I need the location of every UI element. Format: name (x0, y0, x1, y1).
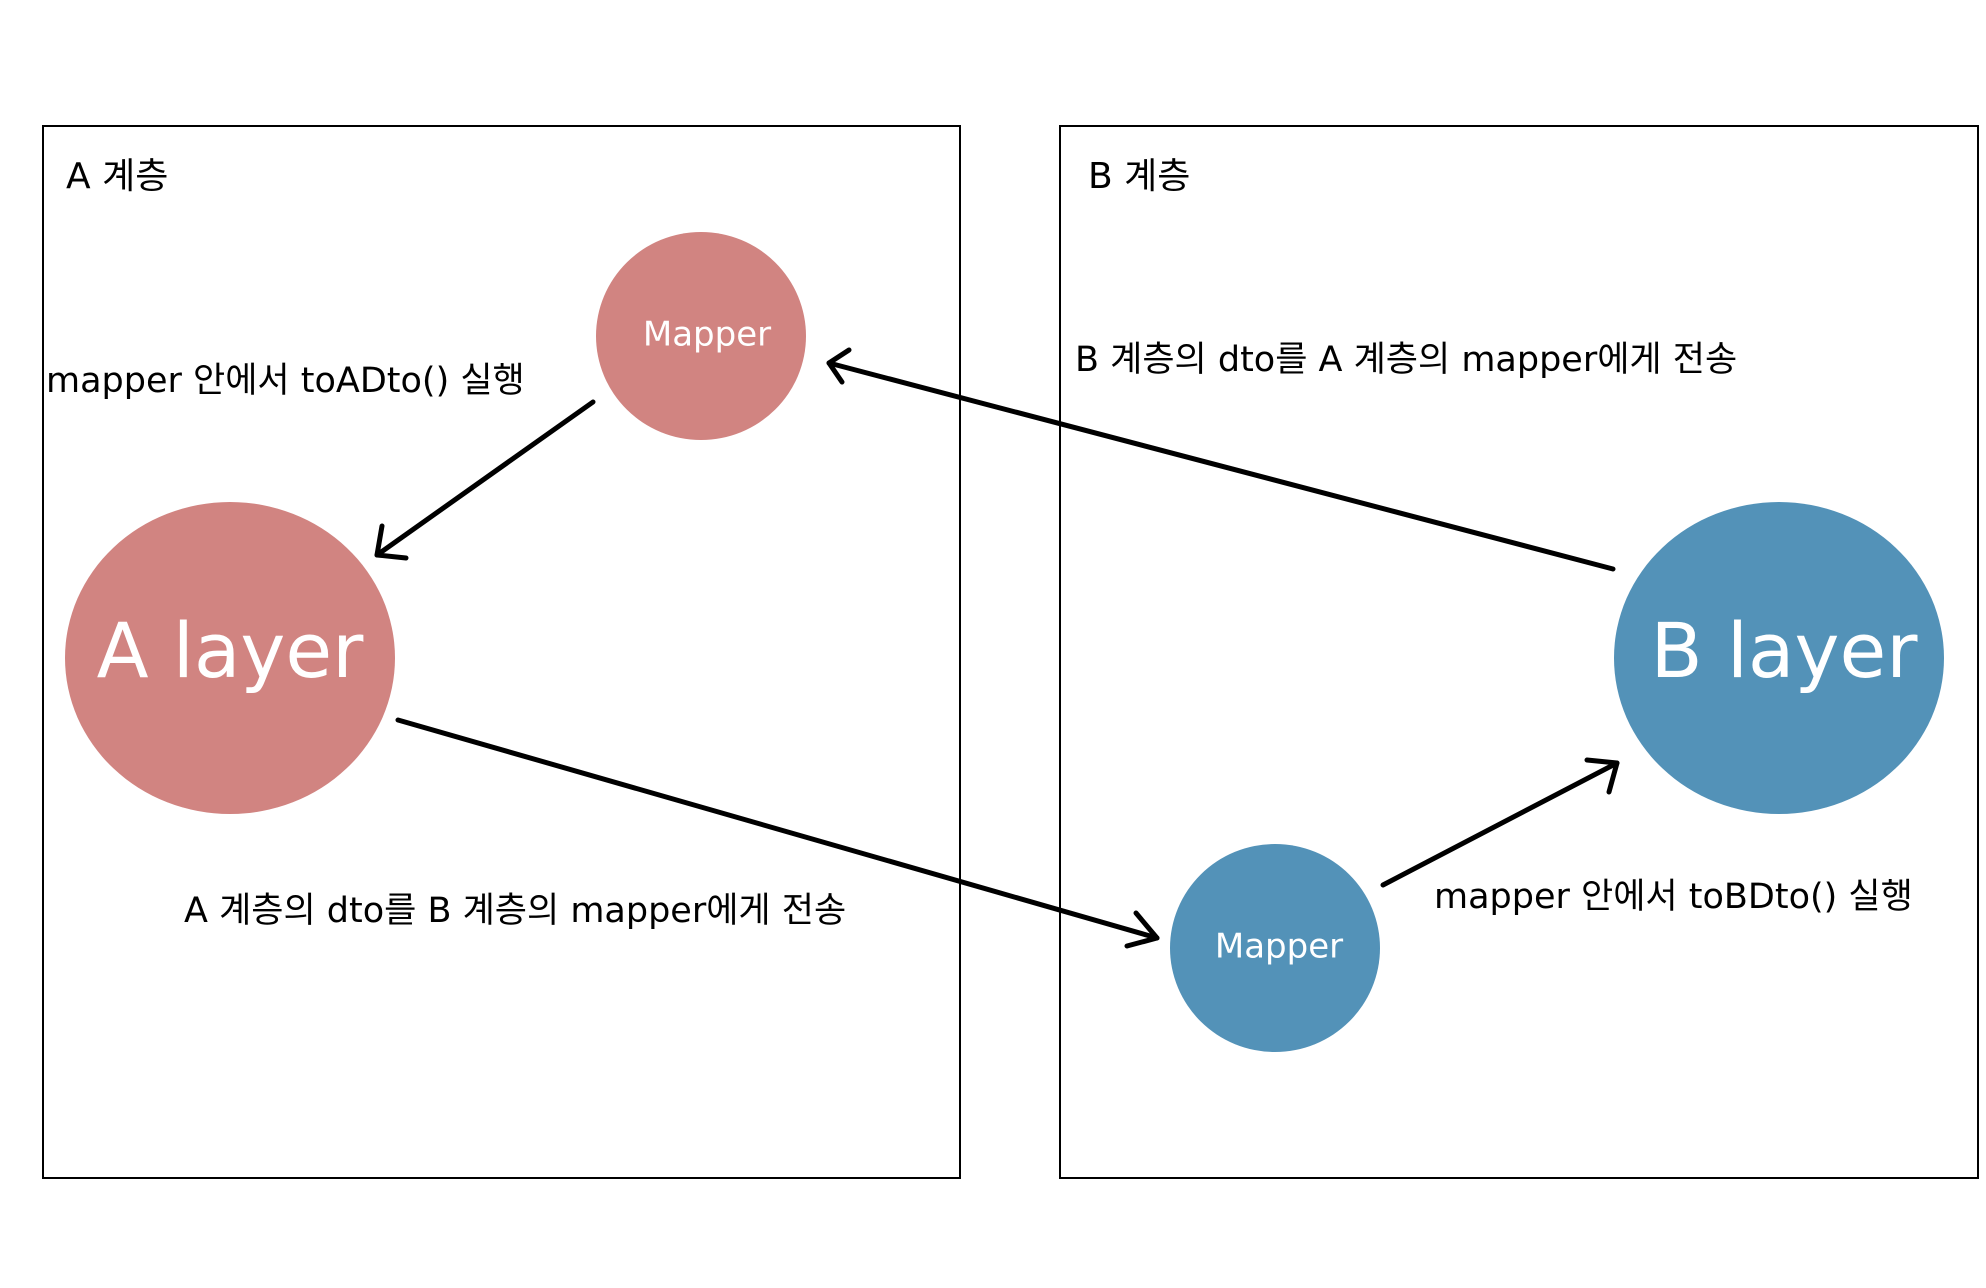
b-mapper-node (1170, 844, 1380, 1052)
layer-b-title: B 계층 (1088, 156, 1190, 197)
b-send-note: B 계층의 dto를 A 계층의 mapper에게 전송 (1075, 340, 1737, 380)
layer-a-title: A 계층 (66, 156, 168, 197)
a-mapper-node (596, 232, 806, 440)
arrow-b-mapper-to-b-layer (1380, 757, 1620, 888)
b-mapper-label: Mapper (1215, 927, 1343, 967)
a-mapper-label: Mapper (643, 315, 771, 355)
a-layer-node (65, 502, 395, 814)
a-send-note: A 계층의 dto를 B 계층의 mapper에게 전송 (184, 891, 846, 931)
b-layer-label: B layer (1651, 606, 1919, 695)
arrow-a-layer-to-b-mapper (395, 717, 1160, 949)
b-mapper-note: mapper 안에서 toBDto() 실행 (1434, 877, 1913, 917)
a-layer-label: A layer (97, 606, 365, 695)
arrow-a-mapper-to-a-layer (374, 399, 596, 561)
a-mapper-note: mapper 안에서 toADto() 실행 (46, 361, 525, 401)
layer-b-box (1059, 125, 1979, 1179)
b-layer-node (1614, 502, 1944, 814)
arrow-b-layer-to-a-mapper (826, 347, 1616, 572)
layer-a-box (42, 125, 961, 1179)
